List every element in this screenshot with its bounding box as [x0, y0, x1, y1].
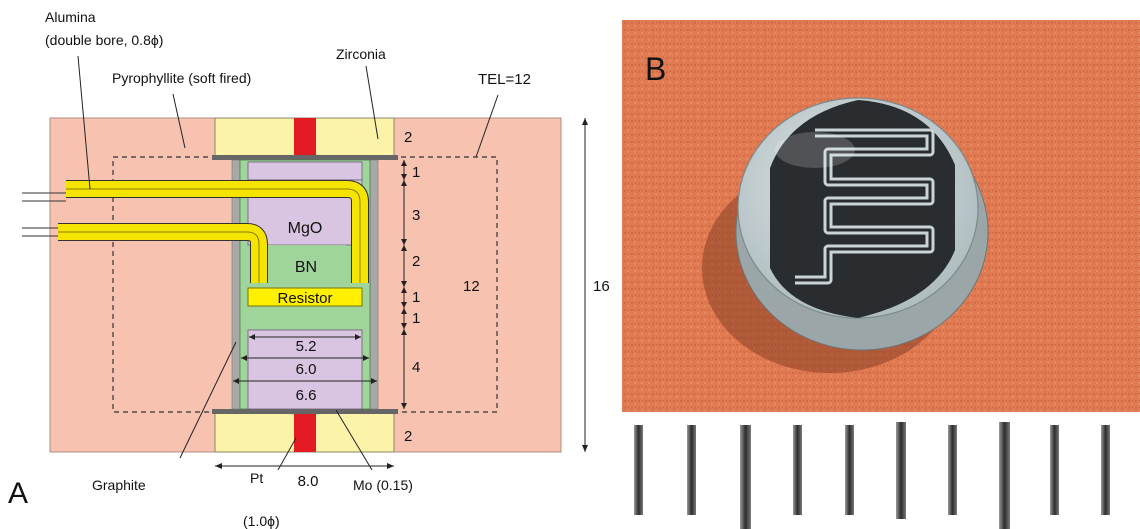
label-alumina: Alumina — [45, 9, 96, 25]
dim-width-mid: 6.0 — [296, 361, 317, 378]
label-pyrophyllite: Pyrophyllite (soft fired) — [112, 70, 251, 86]
ruler-tick — [740, 425, 751, 529]
dim-segment-4: 1 — [412, 289, 420, 306]
serpentine-pattern — [770, 100, 955, 318]
label-zirconia: Zirconia — [336, 46, 386, 62]
alumina-tube-lower — [22, 223, 268, 283]
total-height-arrow — [582, 118, 588, 452]
panel-a-diagram: MgO BN Resistor 5.2 6.0 6.6 8.0 2 1 3 2 — [8, 9, 610, 529]
graphite-wall-right — [369, 159, 379, 410]
label-graphite: Graphite — [92, 477, 146, 493]
dim-total-height: 16 — [593, 278, 610, 295]
panel-a-label: A — [8, 477, 28, 510]
dim-width-inner: 5.2 — [296, 338, 317, 355]
pt-electrode-bottom — [294, 413, 316, 452]
segment-dimension-line — [401, 160, 407, 409]
ruler-tick — [687, 425, 696, 515]
label-pt: Pt — [250, 470, 263, 486]
dim-inner-height: 12 — [463, 278, 480, 295]
width-total-arrow — [215, 463, 394, 469]
ruler-tick — [634, 425, 643, 515]
dim-zirconia-bottom: 2 — [404, 428, 412, 445]
ruler-tick — [793, 425, 802, 515]
label-tel: TEL=12 — [478, 71, 531, 88]
dim-width-outer: 6.6 — [296, 387, 317, 404]
dim-segment-5: 1 — [412, 310, 420, 327]
leader-lines — [77, 55, 499, 471]
label-mgo: MgO — [288, 220, 323, 237]
ruler-tick — [948, 425, 957, 515]
mo-disc-bottom — [212, 409, 398, 414]
mgo-disc-top — [247, 161, 363, 181]
dim-segment-2: 3 — [412, 207, 420, 224]
bn-region — [266, 245, 346, 287]
dim-width-total: 8.0 — [298, 473, 319, 490]
width-arrows — [233, 334, 377, 384]
label-bn: BN — [295, 259, 317, 276]
dim-segment-1: 1 — [412, 164, 420, 181]
ruler-tick — [1101, 425, 1110, 515]
mgo-disc-bottom — [247, 329, 363, 410]
label-resistor: Resistor — [277, 290, 332, 307]
panel-b-photo: B — [622, 20, 1140, 529]
ruler-tick — [999, 422, 1010, 529]
dim-zirconia-top: 2 — [404, 129, 412, 146]
ruler-tick — [845, 425, 854, 515]
alumina-tube-upper — [22, 180, 369, 283]
ruler-ticks — [634, 422, 1110, 529]
panel-b-label: B — [645, 51, 666, 87]
dim-segment-3: 2 — [412, 253, 420, 270]
mo-disc-top — [212, 155, 398, 160]
ruler-tick — [1050, 425, 1059, 515]
ruler — [622, 412, 1140, 529]
label-pt-detail: (1.0ϕ) — [243, 513, 280, 529]
ruler-tick — [896, 422, 906, 519]
disc-highlight — [775, 132, 855, 168]
pt-electrode-top — [294, 118, 316, 156]
label-mo: Mo (0.15) — [353, 477, 413, 493]
label-alumina-detail: (double bore, 0.8ϕ) — [45, 32, 163, 48]
dim-segment-6: 4 — [412, 359, 420, 376]
resistor — [247, 287, 363, 307]
